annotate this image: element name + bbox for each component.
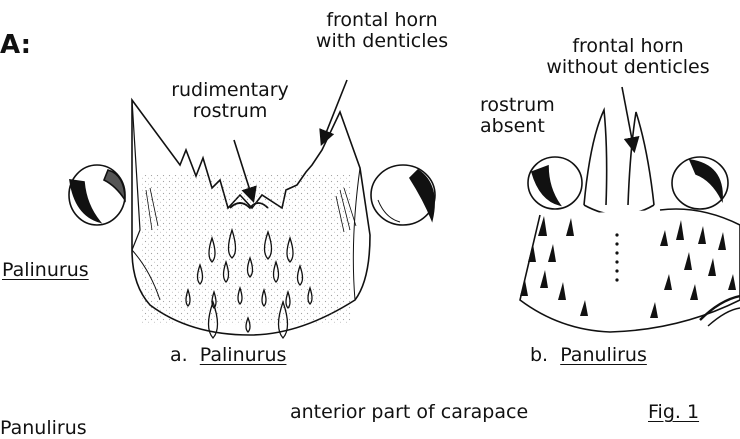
label-frontal-horn-denticles-line1: frontal horn [282,10,482,31]
right-eye-panulirus [672,157,728,209]
caption-a-prefix: a. [170,344,188,366]
label-rostrum-absent-line1: rostrum [480,95,555,116]
side-label-palinurus: Palinurus [2,260,89,281]
left-eye-panulirus [528,157,582,209]
left-eye-palinurus [69,165,125,225]
label-rudimentary-rostrum: rudimentary rostrum [140,80,320,122]
label-frontal-horn-denticles-line2: with denticles [282,31,482,52]
caption-b: b. Panulirus [530,345,647,366]
label-rostrum-absent-line2: absent [480,116,555,137]
label-rudimentary-line2: rostrum [140,101,320,122]
arrow-frontal-horn-no-denticles [622,87,634,150]
label-frontal-horn-no-denticles-line2: without denticles [518,57,738,78]
right-eye-palinurus [371,165,435,225]
side-label-panulirus: Panulirus [0,418,87,439]
panulirus-carapace-drawing [520,110,740,332]
figure-number: Fig. 1 [648,402,699,423]
palinurus-carapace-drawing [69,100,435,338]
label-rudimentary-line1: rudimentary [140,80,320,101]
label-frontal-horn-no-denticles-line1: frontal horn [518,36,738,57]
caption-bottom: anterior part of carapace [290,402,528,423]
caption-b-prefix: b. [530,344,548,366]
caption-a: a. Palinurus [170,345,286,366]
caption-a-name: Palinurus [200,344,287,366]
label-frontal-horn-denticles: frontal horn with denticles [282,10,482,52]
label-frontal-horn-no-denticles: frontal horn without denticles [518,36,738,78]
label-rostrum-absent: rostrum absent [480,95,555,137]
caption-b-name: Panulirus [560,344,647,366]
